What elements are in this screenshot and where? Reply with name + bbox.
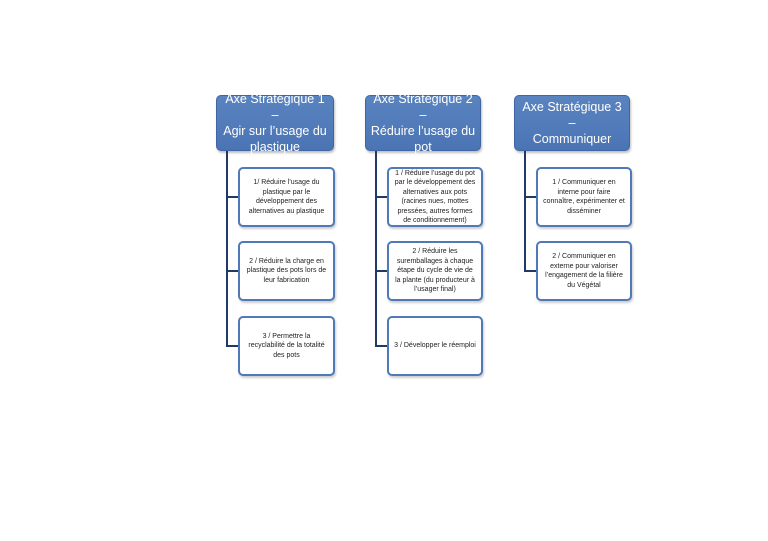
axis-2-action-2: 2 / Réduire les suremballages à chaque é… bbox=[387, 241, 483, 301]
axis-1-connector-1 bbox=[226, 196, 238, 198]
axis-2-connector-3 bbox=[375, 345, 387, 347]
axis-1-action-3: 3 / Permettre la recyclabilité de la tot… bbox=[238, 316, 335, 376]
axis-1-connector-2 bbox=[226, 270, 238, 272]
axis-2-connector-1 bbox=[375, 196, 387, 198]
axis-3-action-1: 1 / Communiquer en interne pour faire co… bbox=[536, 167, 632, 227]
axis-2-header: Axe Stratégique 2 – Réduire l’usage du p… bbox=[365, 92, 481, 154]
axis-1-action-1: 1/ Réduire l’usage du plastique par le d… bbox=[238, 167, 335, 227]
axis-2-connector-trunk bbox=[375, 151, 377, 347]
axis-1-header: Axe Stratégique 1 – Agir sur l’usage du … bbox=[216, 92, 334, 154]
axis-3-connector-2 bbox=[524, 270, 536, 272]
axis-1-connector-trunk bbox=[226, 151, 228, 347]
axis-3-action-2: 2 / Communiquer en externe pour valorise… bbox=[536, 241, 632, 301]
axis-3-header: Axe Stratégique 3 – Communiquer bbox=[514, 95, 630, 151]
axis-3-connector-trunk bbox=[524, 151, 526, 272]
axis-2-action-1: 1 / Réduire l’usage du pot par le dévelo… bbox=[387, 167, 483, 227]
axis-1-action-2: 2 / Réduire la charge en plastique des p… bbox=[238, 241, 335, 301]
axis-2-action-3: 3 / Développer le réemploi bbox=[387, 316, 483, 376]
axis-3-connector-1 bbox=[524, 196, 536, 198]
axis-2-connector-2 bbox=[375, 270, 387, 272]
axis-1-connector-3 bbox=[226, 345, 238, 347]
